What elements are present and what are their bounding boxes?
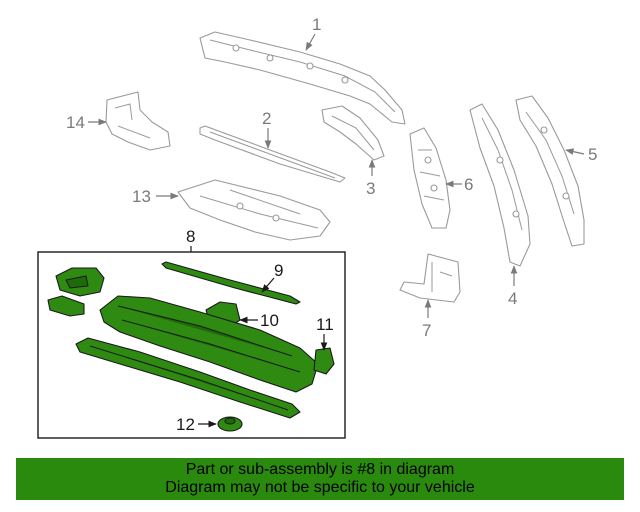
callout-9: 9	[274, 261, 283, 280]
part-2-roof-bow[interactable]	[199, 125, 346, 183]
part-5-pillar[interactable]	[515, 95, 585, 247]
part-9-strip[interactable]	[161, 261, 301, 305]
part-3-bracket[interactable]	[321, 105, 385, 161]
callout-11: 11	[316, 315, 334, 334]
callout-10: 10	[260, 311, 279, 330]
part-1-roof-header[interactable]	[199, 31, 406, 125]
part-7-gusset[interactable]	[399, 253, 461, 303]
callout-7: 7	[422, 321, 431, 340]
callout-2: 2	[262, 109, 271, 128]
callout-8: 8	[186, 227, 195, 246]
callout-1: 1	[312, 15, 321, 34]
callout-5: 5	[588, 145, 597, 164]
part-4-pillar[interactable]	[469, 103, 531, 267]
callout-13: 13	[132, 187, 151, 206]
callout-4: 4	[508, 289, 517, 308]
banner-line-2: Diagram may not be specific to your vehi…	[165, 479, 475, 496]
assembly-part-main-sill[interactable]	[99, 295, 319, 393]
part-6-pillar[interactable]	[409, 127, 451, 229]
assembly-8-box	[37, 251, 346, 439]
part-12-clip[interactable]	[217, 416, 243, 432]
assembly-part-upper-bracket[interactable]	[55, 267, 105, 297]
banner-line-1: Part or sub-assembly is #8 in diagram	[185, 461, 455, 478]
part-13-floor-panel[interactable]	[177, 179, 331, 241]
info-banner: Part or sub-assembly is #8 in diagram Di…	[16, 458, 624, 500]
callout-6: 6	[464, 175, 473, 194]
part-14-bracket[interactable]	[105, 91, 171, 151]
assembly-part-small-bracket[interactable]	[47, 295, 85, 317]
assembly-part-lower-rail[interactable]	[75, 337, 301, 419]
callout-12: 12	[176, 415, 195, 434]
callout-3: 3	[366, 179, 375, 198]
callout-14: 14	[66, 113, 85, 132]
part-11-bracket[interactable]	[313, 347, 335, 375]
parts-diagram: 1 14 2 3 13 6 4	[37, 15, 597, 439]
